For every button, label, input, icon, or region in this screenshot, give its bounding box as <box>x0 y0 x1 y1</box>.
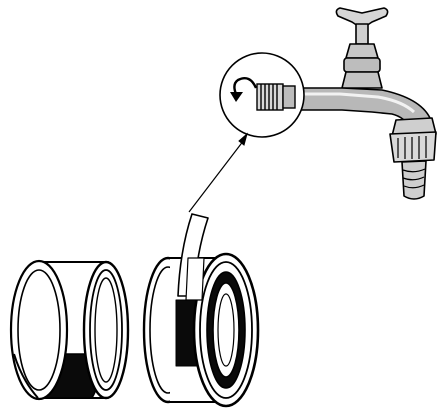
arrow-pointer <box>189 134 247 212</box>
cap-ring-icon <box>11 261 128 399</box>
threaded-inlet-icon <box>257 84 295 110</box>
magnifier-inset <box>220 53 304 137</box>
ptfe-tape-roll-icon <box>144 214 258 406</box>
